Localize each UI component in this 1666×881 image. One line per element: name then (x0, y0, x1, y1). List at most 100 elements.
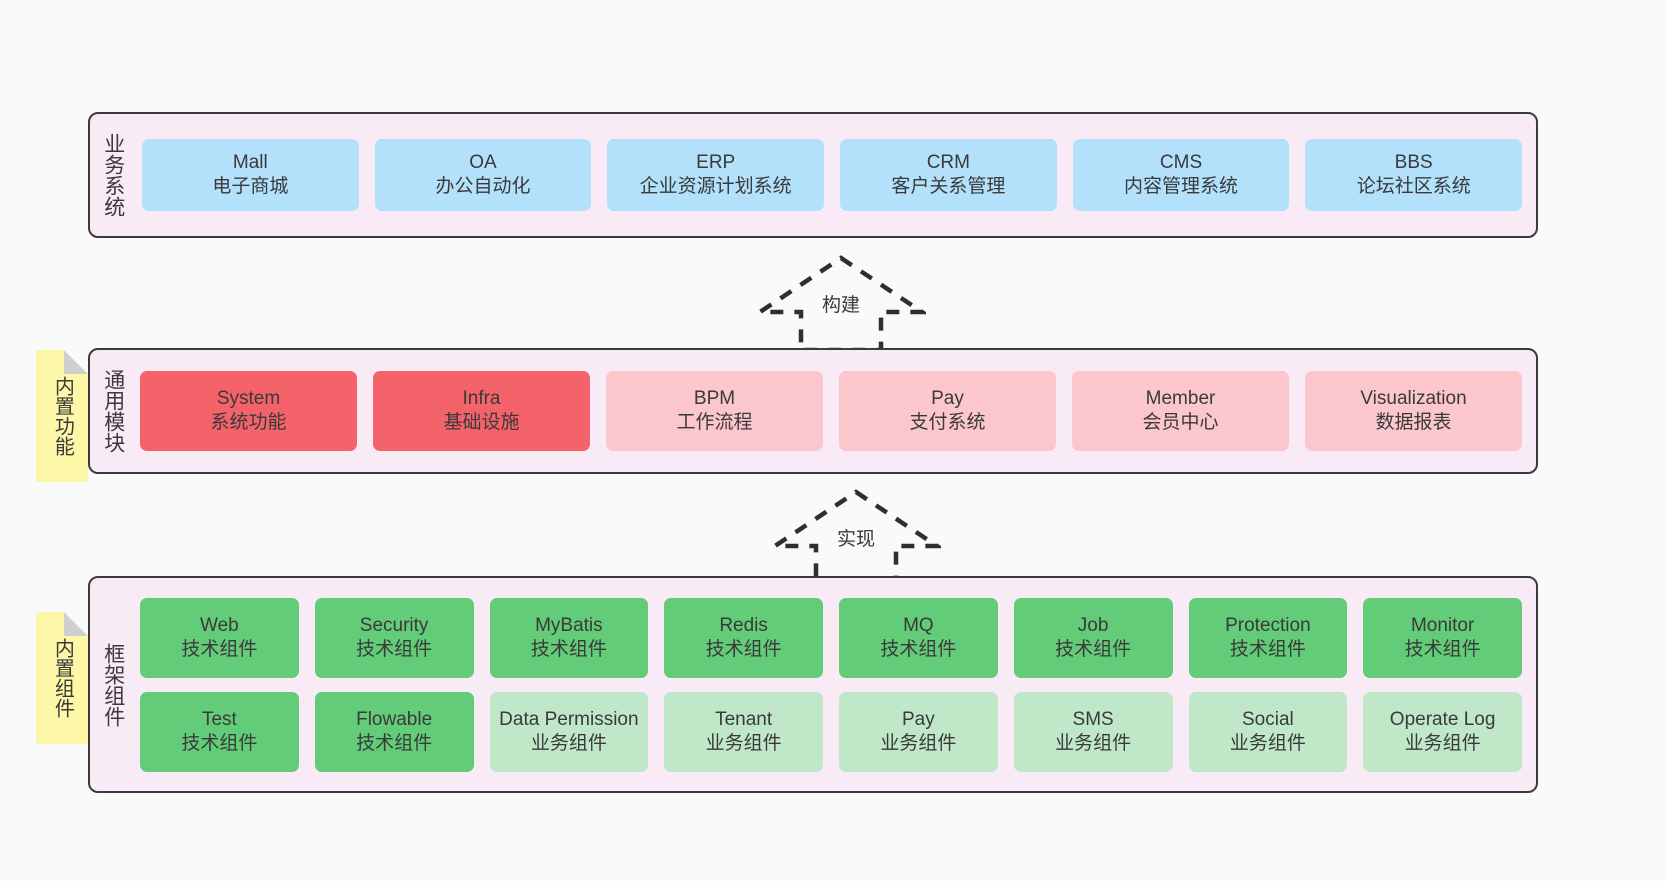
card-grid-business-system: Mall 电子商城 OA 办公自动化 ERP 企业资源计划系统 CRM 客户关系… (136, 114, 1536, 236)
card-subtitle: 技术组件 (1404, 638, 1481, 660)
card-grid-common-module: System 系统功能 Infra 基础设施 BPM 工作流程 Pay 支付系统… (136, 350, 1536, 472)
card-crm[interactable]: CRM 客户关系管理 (840, 139, 1057, 211)
card-subtitle: 业务组件 (705, 732, 782, 754)
card-subtitle: 企业资源计划系统 (639, 176, 792, 197)
card-bpm[interactable]: BPM 工作流程 (606, 371, 823, 451)
card-oa[interactable]: OA 办公自动化 (374, 139, 592, 211)
card-subtitle: 技术组件 (356, 638, 433, 660)
card-title: Pay (931, 388, 964, 410)
card-subtitle: 业务组件 (1229, 732, 1306, 754)
card-subtitle: 技术组件 (530, 638, 607, 660)
card-title: Monitor (1410, 614, 1475, 636)
folded-corner-icon (64, 612, 88, 636)
card-subtitle: 数据报表 (1375, 412, 1452, 433)
card-title: Infra (462, 388, 501, 410)
card-subtitle: 技术组件 (181, 732, 258, 754)
card-row: System 系统功能 Infra 基础设施 BPM 工作流程 Pay 支付系统… (140, 371, 1522, 451)
card-title: SMS (1072, 708, 1114, 730)
card-bbs[interactable]: BBS 论坛社区系统 (1305, 139, 1523, 211)
card-title: Mall (232, 152, 268, 174)
card-mall[interactable]: Mall 电子商城 (142, 139, 359, 211)
card-tenant[interactable]: Tenant 业务组件 (664, 691, 823, 772)
layer-common-module: 通用模块 System 系统功能 Infra 基础设施 BPM 工作流程 Pay… (88, 348, 1538, 474)
card-operate-log[interactable]: Operate Log 业务组件 (1363, 691, 1522, 772)
card-title: Visualization (1360, 388, 1467, 410)
sticky-note-builtin-function: 内置功能 (36, 350, 88, 482)
card-visualization[interactable]: Visualization 数据报表 (1305, 371, 1522, 451)
card-title: Social (1242, 708, 1294, 730)
card-cms[interactable]: CMS 内容管理系统 (1072, 139, 1290, 211)
card-job[interactable]: Job 技术组件 (1013, 597, 1173, 678)
card-protection[interactable]: Protection 技术组件 (1188, 597, 1348, 678)
card-title: MyBatis (535, 614, 603, 636)
layer-business-system: 业务系统 Mall 电子商城 OA 办公自动化 ERP 企业资源计划系统 CRM… (88, 112, 1538, 238)
card-subtitle: 内容管理系统 (1124, 176, 1239, 197)
card-subtitle: 业务组件 (1404, 732, 1481, 754)
card-subtitle: 会员中心 (1142, 412, 1219, 433)
card-subtitle: 工作流程 (676, 412, 753, 433)
card-subtitle: 论坛社区系统 (1356, 176, 1471, 197)
sticky-note-text: 内置组件 (51, 638, 74, 718)
card-title: Redis (719, 614, 768, 636)
card-test[interactable]: Test 技术组件 (140, 691, 299, 772)
card-monitor[interactable]: Monitor 技术组件 (1363, 597, 1522, 678)
card-pay[interactable]: Pay 支付系统 (839, 371, 1056, 451)
folded-corner-icon (64, 350, 88, 374)
card-subtitle: 电子商城 (212, 176, 289, 197)
card-subtitle: 技术组件 (705, 638, 782, 660)
card-subtitle: 办公自动化 (435, 176, 531, 197)
card-title: CMS (1159, 152, 1203, 174)
connector-build: 构建 (756, 252, 926, 352)
card-infra[interactable]: Infra 基础设施 (373, 371, 590, 451)
card-system[interactable]: System 系统功能 (140, 371, 357, 451)
card-title: OA (469, 152, 497, 174)
card-sms[interactable]: SMS 业务组件 (1013, 691, 1173, 772)
card-subtitle: 业务组件 (880, 732, 957, 754)
layer-label-business-system: 业务系统 (101, 133, 125, 217)
card-member[interactable]: Member 会员中心 (1072, 371, 1289, 451)
card-subtitle: 业务组件 (1055, 732, 1132, 754)
card-mq[interactable]: MQ 技术组件 (839, 597, 998, 678)
card-title: Security (359, 614, 429, 636)
card-data-permission[interactable]: Data Permission 业务组件 (489, 691, 649, 772)
card-grid-framework-component: Web 技术组件 Security 技术组件 MyBatis 技术组件 Redi… (136, 578, 1536, 791)
card-subtitle: 支付系统 (909, 412, 986, 433)
layer-framework-component: 框架组件 Web 技术组件 Security 技术组件 MyBatis 技术组件… (88, 576, 1538, 793)
card-subtitle: 技术组件 (880, 638, 957, 660)
card-redis[interactable]: Redis 技术组件 (664, 597, 823, 678)
card-title: Test (201, 708, 237, 730)
card-social[interactable]: Social 业务组件 (1188, 691, 1348, 772)
connector-implement: 实现 (771, 486, 941, 586)
card-row: Test 技术组件 Flowable 技术组件 Data Permission … (140, 691, 1522, 772)
layer-label-common-module: 通用模块 (101, 369, 125, 453)
card-erp[interactable]: ERP 企业资源计划系统 (607, 139, 825, 211)
card-web[interactable]: Web 技术组件 (140, 597, 299, 678)
card-subtitle: 系统功能 (210, 412, 287, 433)
card-title: Tenant (715, 708, 773, 730)
card-mybatis[interactable]: MyBatis 技术组件 (489, 597, 649, 678)
card-title: Operate Log (1389, 708, 1496, 730)
card-pay-business[interactable]: Pay 业务组件 (839, 691, 998, 772)
sticky-note-builtin-component: 内置组件 (36, 612, 88, 744)
card-title: CRM (926, 152, 970, 174)
card-title: MQ (903, 614, 934, 636)
card-subtitle: 技术组件 (356, 732, 433, 754)
card-subtitle: 技术组件 (181, 638, 258, 660)
card-subtitle: 业务组件 (530, 732, 607, 754)
card-title: Member (1145, 388, 1216, 410)
sticky-note-text: 内置功能 (51, 376, 74, 456)
card-title: Pay (902, 708, 935, 730)
card-title: BBS (1394, 152, 1433, 174)
card-subtitle: 技术组件 (1055, 638, 1132, 660)
card-title: Data Permission (499, 708, 639, 730)
card-row: Web 技术组件 Security 技术组件 MyBatis 技术组件 Redi… (140, 597, 1522, 678)
card-subtitle: 客户关系管理 (891, 176, 1006, 197)
card-title: BPM (693, 388, 736, 410)
card-title: ERP (696, 152, 736, 174)
card-title: Protection (1225, 614, 1311, 636)
card-title: Job (1077, 614, 1109, 636)
up-arrow-icon (756, 255, 926, 352)
card-flowable[interactable]: Flowable 技术组件 (314, 691, 474, 772)
card-security[interactable]: Security 技术组件 (314, 597, 474, 678)
card-title: Flowable (356, 708, 433, 730)
